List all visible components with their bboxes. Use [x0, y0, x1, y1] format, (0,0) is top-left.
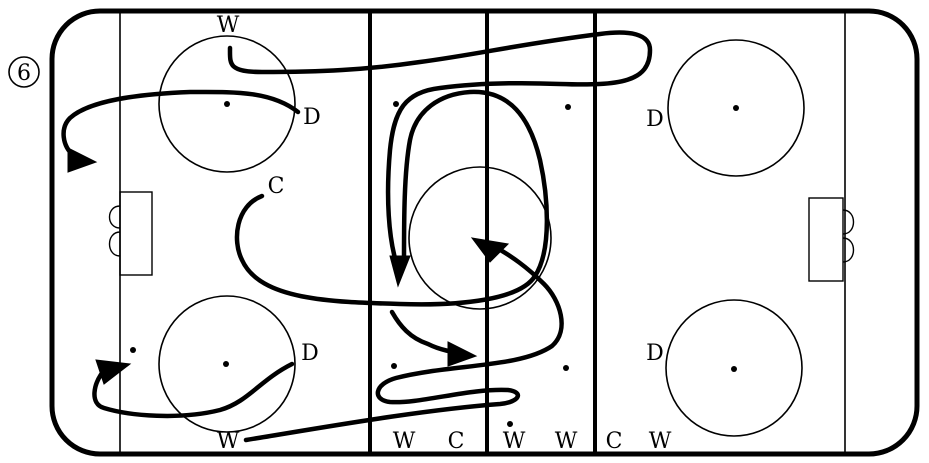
net-left-upper: [108, 205, 121, 229]
faceoff-circle-right-top: [667, 39, 805, 177]
path-c-left: [234, 89, 550, 307]
arrowheads: [67, 147, 510, 385]
player-w-bottom: W: [217, 429, 240, 454]
faceoff-circle-left-top: [158, 35, 296, 173]
drill-number: 6: [17, 61, 31, 86]
faceoff-dot: [731, 366, 737, 372]
faceoff-dot: [563, 365, 569, 371]
faceoff-dot: [565, 104, 571, 110]
bench-player-1: W: [393, 429, 416, 454]
path-d-left-top: [61, 89, 301, 159]
player-d-right-bottom: D: [646, 341, 664, 366]
drill-number-badge: 6: [8, 56, 40, 88]
arrowhead-center-circle: [470, 237, 510, 263]
bench-player-2: C: [448, 429, 465, 454]
bench-player-4: W: [555, 429, 578, 454]
player-labels: W D C D W D D: [217, 13, 664, 454]
bench-player-5: C: [606, 429, 623, 454]
goal-crease-left: [119, 191, 153, 276]
goal-crease-right: [808, 197, 844, 282]
faceoff-dot: [393, 101, 399, 107]
bench-player-3: W: [503, 429, 526, 454]
faceoff-dot: [224, 101, 230, 107]
arrowhead-left-bottom: [95, 359, 132, 385]
faceoff-circle-right-bottom: [665, 299, 803, 437]
player-d-right-top: D: [646, 107, 664, 132]
goal-left: [108, 191, 153, 276]
faceoff-circle-left-bottom: [158, 295, 296, 433]
arrowhead-left-top: [67, 147, 98, 173]
bench-labels: W C W W C W: [393, 429, 672, 454]
net-right-lower: [842, 237, 855, 263]
goal-right: [808, 197, 855, 282]
faceoff-dot: [223, 361, 229, 367]
rink-boards: [49, 8, 920, 457]
skating-paths: [61, 30, 653, 443]
faceoff-dot: [507, 421, 513, 427]
arrowhead-neutral: [447, 341, 478, 367]
player-c-left: C: [268, 174, 285, 199]
faceoff-dot: [391, 363, 397, 369]
path-w-bottom: [243, 241, 564, 443]
path-w-top: [227, 30, 653, 271]
drill-number-circle: [8, 56, 40, 88]
faceoff-dot: [130, 347, 136, 353]
bench-player-6: W: [649, 429, 672, 454]
path-d-left-bottom: [92, 361, 295, 419]
player-d-left-bottom: D: [301, 341, 319, 366]
player-d-left-top: D: [303, 105, 321, 130]
player-w-top: W: [217, 13, 240, 38]
faceoff-dots: [130, 101, 739, 427]
center-circle: [408, 166, 552, 310]
faceoff-dot: [733, 105, 739, 111]
net-right-upper: [842, 209, 855, 235]
net-left-lower: [108, 231, 121, 257]
arrowhead-center-down: [389, 255, 411, 288]
